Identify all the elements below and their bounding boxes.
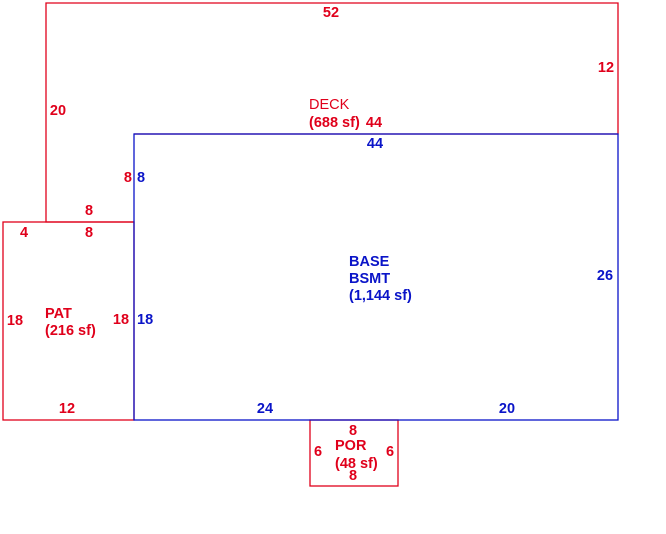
porch-dim-right: 6 [386,444,394,460]
base-area: (1,144 sf) [349,288,412,304]
deck-dim-step-upper: 8 [85,203,93,219]
deck-area: (688 sf) [309,115,360,131]
deck-dim-left: 20 [50,103,66,119]
porch-dim-left: 6 [314,444,322,460]
base-dim-bottom-right: 20 [499,401,515,417]
porch-dim-top: 8 [349,423,357,439]
patio-dim-top-right: 8 [85,225,93,241]
base-name-line2: BSMT [349,271,390,287]
deck-dim-inner: 8 [124,170,132,186]
base-dim-left-lower: 18 [137,312,153,328]
base-dim-bottom-left: 24 [257,401,273,417]
porch-dim-bottom: 8 [349,468,357,484]
deck-dim-top: 52 [323,5,339,21]
base-outline [133,133,619,421]
deck-dim-bottom: 44 [366,115,382,131]
patio-area: (216 sf) [45,323,96,339]
deck-dim-right: 12 [598,60,614,76]
patio-dim-right: 18 [113,312,129,328]
deck-name: DECK [309,97,350,113]
base-dim-right: 26 [597,268,613,284]
base-dim-left-upper: 8 [137,170,145,186]
porch-name: POR [335,438,367,454]
patio-dim-left: 18 [7,313,23,329]
patio-dim-bottom: 12 [59,401,75,417]
porch-area: (48 sf) [335,456,378,472]
patio-dim-top-left: 4 [20,225,28,241]
base-name-line1: BASE [349,254,390,270]
base-dim-top: 44 [367,136,383,152]
patio-name: PAT [45,306,72,322]
